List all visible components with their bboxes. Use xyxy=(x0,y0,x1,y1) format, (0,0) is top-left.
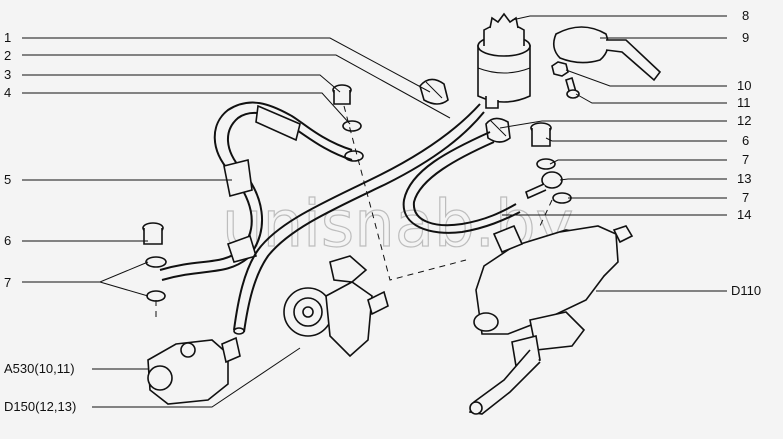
label-d110: D110 xyxy=(731,283,761,298)
dashed-line xyxy=(343,105,467,281)
banjo-fitting xyxy=(525,171,563,200)
labels-left: 1 2 3 4 5 6 7 A530(10,11) D150(12,13) xyxy=(4,30,76,414)
label-11: 11 xyxy=(737,95,751,110)
supply-hose xyxy=(402,131,521,234)
leader-lines xyxy=(22,15,727,408)
label-8: 8 xyxy=(742,8,749,23)
banjo-bolt-6r xyxy=(530,122,552,147)
label-3: 3 xyxy=(4,67,11,82)
label-5: 5 xyxy=(4,172,11,187)
label-6-right: 6 xyxy=(742,133,749,148)
reservoir-clamp xyxy=(552,26,662,82)
label-7: 7 xyxy=(4,275,11,290)
label-2: 2 xyxy=(4,48,11,63)
label-13: 13 xyxy=(737,171,751,186)
label-7-right-a: 7 xyxy=(742,152,749,167)
hose-clamp-12 xyxy=(485,117,511,143)
pump-d150 xyxy=(283,255,389,358)
hose-clamp-1 xyxy=(419,78,449,105)
nut xyxy=(551,61,569,77)
labels-right: 8 9 10 11 12 6 7 13 7 14 D110 xyxy=(731,8,761,298)
pressure-hose xyxy=(159,101,353,281)
bolt xyxy=(565,76,580,99)
label-7-right-b: 7 xyxy=(742,190,749,205)
reservoir xyxy=(477,12,531,109)
label-4: 4 xyxy=(4,85,11,100)
label-6: 6 xyxy=(4,233,11,248)
label-14: 14 xyxy=(737,207,751,222)
banjo-bolt-6l xyxy=(142,222,164,245)
steering-gear-d110 xyxy=(468,224,634,415)
dashed-line xyxy=(539,199,553,227)
label-1: 1 xyxy=(4,30,11,45)
label-10: 10 xyxy=(737,78,751,93)
return-hose xyxy=(233,103,485,335)
label-d150: D150(12,13) xyxy=(4,399,76,414)
label-a530: A530(10,11) xyxy=(4,361,75,376)
label-12: 12 xyxy=(737,113,751,128)
banjo-bolt-3 xyxy=(332,84,352,105)
label-9: 9 xyxy=(742,30,749,45)
pump-a530 xyxy=(147,336,241,405)
